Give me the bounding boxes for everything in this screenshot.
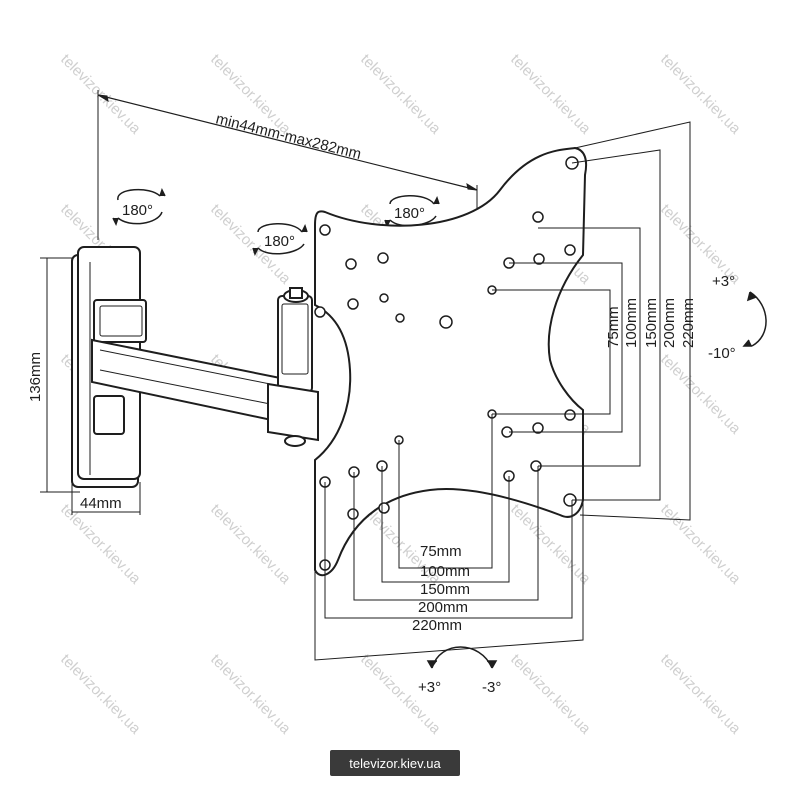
footer-site-text: televizor.kiev.ua xyxy=(349,755,441,771)
arm-swivel-indicator xyxy=(252,223,308,256)
mounting-hole xyxy=(532,211,544,223)
tilt-indicator xyxy=(742,291,767,347)
bracket-200 xyxy=(324,482,573,619)
footer-site-badge: televizor.kiev.ua xyxy=(330,750,460,776)
mounting-hole xyxy=(377,252,389,264)
watermark-text: televizor.kiev.ua xyxy=(57,651,144,738)
mounting-hole xyxy=(533,253,545,265)
horizontal-75-label: 75mm xyxy=(420,543,462,560)
mounting-hole xyxy=(345,258,357,270)
bracket-220 xyxy=(574,121,691,521)
watermark-text: televizor.kiev.ua xyxy=(57,501,144,588)
mounting-hole xyxy=(319,224,331,236)
swing-arm xyxy=(91,287,319,447)
mounting-hole xyxy=(532,422,544,434)
watermark-text: televizor.kiev.ua xyxy=(57,51,144,138)
mounting-hole xyxy=(379,293,389,303)
watermark-text: televizor.kiev.ua xyxy=(657,651,744,738)
watermark-text: televizor.kiev.ua xyxy=(207,501,294,588)
mounting-hole xyxy=(347,298,359,310)
wall-hinge xyxy=(93,299,147,435)
arm-extension-dimension xyxy=(97,90,478,240)
watermark-text: televizor.kiev.ua xyxy=(507,51,594,138)
mounting-hole xyxy=(314,306,326,318)
vertical-100-label: 100mm xyxy=(623,298,640,348)
watermark-text: televizor.kiev.ua xyxy=(357,51,444,138)
mounting-hole xyxy=(378,502,390,514)
vertical-75-label: 75mm xyxy=(605,306,622,348)
arm-swivel-label: 180° xyxy=(264,233,295,250)
mounting-hole xyxy=(395,313,405,323)
bracket-220 xyxy=(314,500,584,661)
mounting-hole xyxy=(347,508,359,520)
bracket-150 xyxy=(353,466,539,601)
watermark-text: televizor.kiev.ua xyxy=(657,351,744,438)
wall-depth-dimension xyxy=(71,482,141,515)
bracket-100 xyxy=(509,262,623,433)
horizontal-100-label: 100mm xyxy=(420,563,470,580)
rotate-right-label: -3° xyxy=(482,679,501,696)
wall-swivel-label: 180° xyxy=(122,202,153,219)
vertical-200-label: 200mm xyxy=(661,298,678,348)
watermark-text: televizor.kiev.ua xyxy=(207,651,294,738)
horizontal-spacing-brackets xyxy=(314,414,584,661)
vertical-220-label: 220mm xyxy=(680,298,697,348)
horizontal-200-label: 200mm xyxy=(418,599,468,616)
tilt-up-label: +3° xyxy=(712,273,735,290)
mounting-hole xyxy=(564,244,576,256)
watermark-text: televizor.kiev.ua xyxy=(507,651,594,738)
vertical-spacing-brackets xyxy=(492,121,691,521)
tilt-down-label: -10° xyxy=(708,345,736,362)
wall-height-label: 136mm xyxy=(27,352,44,402)
bracket-75 xyxy=(492,289,611,415)
watermark-text: televizor.kiev.ua xyxy=(657,51,744,138)
bracket-75 xyxy=(398,414,493,569)
bracket-150 xyxy=(538,227,641,467)
bracket-100 xyxy=(381,466,510,583)
bracket-200 xyxy=(571,149,661,501)
arm-extension-label: min44mm-max282mm xyxy=(214,110,363,163)
vertical-150-label: 150mm xyxy=(643,298,660,348)
plate-swivel-label: 180° xyxy=(394,205,425,222)
mounting-hole xyxy=(564,409,576,421)
center-hole xyxy=(439,315,453,329)
wall-depth-label: 44mm xyxy=(80,495,122,512)
rotate-left-label: +3° xyxy=(418,679,441,696)
horizontal-150-label: 150mm xyxy=(420,581,470,598)
horizontal-220-label: 220mm xyxy=(412,617,462,634)
watermark-text: televizor.kiev.ua xyxy=(507,501,594,588)
watermark-text: televizor.kiev.ua xyxy=(657,501,744,588)
rotation-indicator xyxy=(426,646,498,669)
wall-swivel-indicator xyxy=(112,188,166,226)
